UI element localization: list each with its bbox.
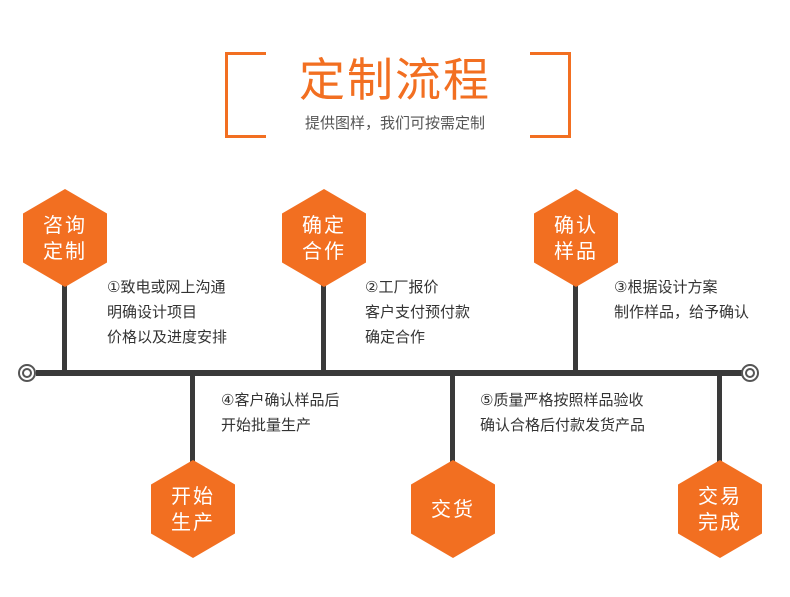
step-hex-label: 确定合作 bbox=[302, 213, 346, 263]
step-hex-confirm-sample: 确认样品 bbox=[534, 189, 618, 287]
connector-step-3 bbox=[573, 285, 578, 371]
page-subtitle: 提供图样，我们可按需定制 bbox=[304, 114, 485, 132]
desc-line: 制作样品，给予确认 bbox=[614, 303, 750, 321]
timeline-start-circle-icon bbox=[18, 364, 36, 382]
timeline-axis bbox=[36, 370, 746, 376]
connector-step-5 bbox=[450, 375, 455, 463]
connector-step-4 bbox=[190, 375, 195, 463]
step-hex-confirm-cooperation: 确定合作 bbox=[282, 189, 366, 287]
step-hex-start-production: 开始生产 bbox=[151, 460, 235, 558]
step-hex-label: 确认样品 bbox=[554, 213, 598, 263]
desc-line: 开始批量生产 bbox=[221, 416, 312, 434]
step-hex-label: 咨询定制 bbox=[43, 213, 87, 263]
connector-step-2 bbox=[321, 285, 326, 371]
page-title: 定制流程 bbox=[299, 53, 491, 107]
step-2-description: ②工厂报价 客户支付预付款 确定合作 bbox=[365, 275, 470, 350]
step-3-description: ③根据设计方案 制作样品，给予确认 bbox=[614, 275, 749, 325]
desc-line: 确认合格后付款发货产品 bbox=[480, 416, 646, 434]
desc-line: 客户支付预付款 bbox=[365, 303, 471, 321]
step-1-description: ①致电或网上沟通 明确设计项目 价格以及进度安排 bbox=[107, 275, 227, 350]
step-hex-consult: 咨询定制 bbox=[23, 189, 107, 287]
desc-line: 价格以及进度安排 bbox=[107, 328, 228, 346]
desc-line: ③根据设计方案 bbox=[614, 278, 718, 296]
step-hex-deal-complete: 交易完成 bbox=[678, 460, 762, 558]
step-4-description: ④客户确认样品后 开始批量生产 bbox=[221, 388, 339, 438]
timeline-end-circle-icon bbox=[741, 364, 759, 382]
connector-step-6 bbox=[717, 375, 722, 463]
step-hex-label: 交货 bbox=[431, 497, 475, 521]
step-hex-label: 开始生产 bbox=[171, 484, 215, 534]
step-hex-delivery: 交货 bbox=[411, 460, 495, 558]
step-5-description: ⑤质量严格按照样品验收 确认合格后付款发货产品 bbox=[480, 388, 645, 438]
step-hex-label: 交易完成 bbox=[698, 484, 742, 534]
desc-line: ④客户确认样品后 bbox=[221, 391, 340, 409]
connector-step-1 bbox=[62, 285, 67, 371]
desc-line: ⑤质量严格按照样品验收 bbox=[480, 391, 644, 409]
title-bracket-right bbox=[530, 52, 571, 138]
title-bracket-left bbox=[225, 52, 266, 138]
desc-line: ②工厂报价 bbox=[365, 278, 439, 296]
desc-line: 确定合作 bbox=[365, 328, 426, 346]
desc-line: ①致电或网上沟通 bbox=[107, 278, 226, 296]
desc-line: 明确设计项目 bbox=[107, 303, 198, 321]
